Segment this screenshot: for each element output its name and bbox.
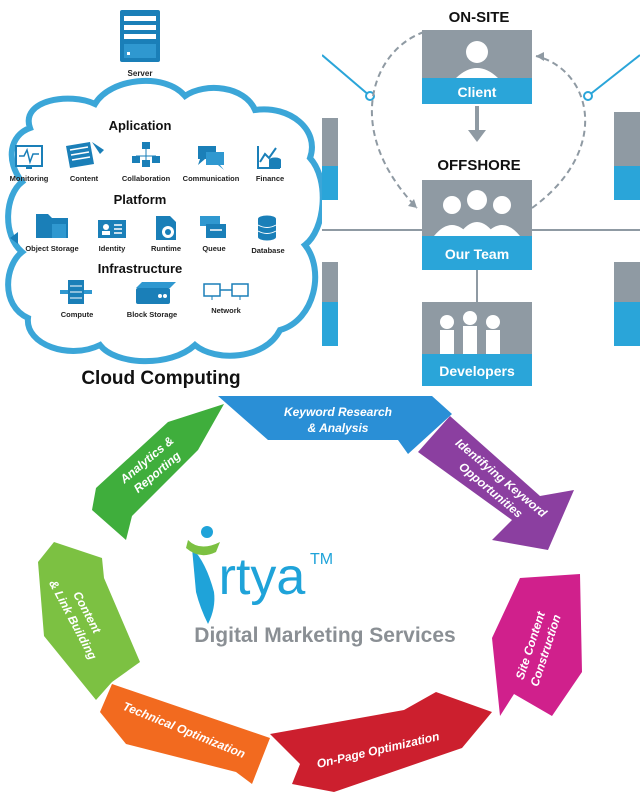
collaboration-icon	[132, 142, 160, 167]
offshore-label: OFFSHORE	[437, 157, 520, 174]
step-keyword-research-line1: Keyword Research	[284, 405, 392, 419]
database-icon	[257, 215, 277, 241]
section-platform: Platform	[114, 192, 167, 207]
seo-cycle-diagram: Keyword Research & Analysis Identifying …	[38, 396, 582, 792]
person-icon	[466, 41, 488, 63]
step-analytics: Analytics & Reporting	[92, 404, 224, 540]
monitoring-icon	[15, 145, 43, 169]
platform-item-database: Database	[251, 246, 284, 255]
cloud-caption: Cloud Computing	[81, 368, 240, 389]
node-dot-right	[583, 91, 593, 101]
object-storage-icon	[36, 214, 68, 238]
dashed-arc-right	[531, 55, 586, 209]
kriya-logo: rtya TM	[186, 526, 333, 624]
arrow-down-icon	[468, 130, 486, 142]
brand-text: rtya	[219, 548, 306, 606]
platform-item-object-storage: Object Storage	[25, 244, 78, 253]
runtime-icon	[156, 216, 176, 240]
app-item-content: Content	[70, 174, 99, 183]
platform-item-runtime: Runtime	[151, 244, 181, 253]
step-keyword-research: Keyword Research & Analysis	[218, 396, 452, 454]
identity-icon	[98, 220, 126, 238]
infra-item-block-storage: Block Storage	[127, 310, 177, 319]
app-item-communication: Communication	[183, 174, 240, 183]
app-item-monitoring: Monitoring	[10, 174, 49, 183]
step-technical: Technical Optimization	[100, 684, 270, 784]
app-item-collaboration: Collaboration	[122, 174, 171, 183]
infra-item-compute: Compute	[61, 310, 94, 319]
finance-icon	[257, 146, 281, 169]
infra-item-network: Network	[211, 306, 241, 315]
offshore-diagram: ON-SITE Client OFFSHORE Our Team	[322, 9, 640, 386]
platform-item-queue: Queue	[202, 244, 225, 253]
cloud-diagram: Server Aplication Platform Infrastructur…	[5, 10, 322, 389]
side-box-right-bottom	[614, 262, 640, 346]
communication-icon	[198, 146, 224, 170]
arrow-left-icon	[10, 232, 18, 244]
team-label: Our Team	[445, 246, 509, 262]
team-box: Our Team	[422, 180, 532, 270]
tagline: Digital Marketing Services	[194, 624, 455, 647]
step-identifying-keyword: Identifying Keyword Opportunities	[418, 416, 574, 550]
onsite-label: ON-SITE	[449, 9, 510, 26]
client-label: Client	[458, 84, 497, 100]
content-icon	[66, 142, 104, 168]
step-keyword-research-line2: & Analysis	[308, 421, 369, 435]
side-box-left-bottom	[322, 262, 338, 346]
server-label: Server	[128, 69, 153, 78]
side-box-right-top	[614, 112, 640, 200]
queue-icon	[200, 216, 226, 238]
client-box: Client	[422, 30, 532, 104]
seo-cycle-panel: Keyword Research & Analysis Identifying …	[0, 392, 640, 800]
developers-label: Developers	[439, 363, 515, 379]
platform-item-identity: Identity	[99, 244, 126, 253]
step-site-content: Site Content Construction	[492, 574, 582, 716]
dashed-arc-left	[370, 31, 425, 209]
developers-group-icon	[440, 315, 454, 329]
offshore-model-panel: ON-SITE Client OFFSHORE Our Team	[322, 0, 640, 392]
cloud-computing-panel: Server Aplication Platform Infrastructur…	[0, 0, 322, 392]
section-infrastructure: Infrastructure	[98, 261, 183, 276]
app-item-finance: Finance	[256, 174, 284, 183]
group-icon	[443, 196, 461, 214]
step-on-page: On-Page Optimization	[270, 692, 492, 792]
step-content-link: Content & Link Building	[38, 542, 140, 700]
server-icon	[120, 10, 160, 62]
section-application: Aplication	[109, 118, 172, 133]
developers-box: Developers	[422, 302, 532, 386]
trademark-text: TM	[310, 551, 333, 568]
block-storage-icon	[136, 282, 176, 304]
network-icon	[203, 283, 249, 300]
side-box-left-top	[322, 118, 338, 200]
compute-icon	[60, 280, 92, 304]
